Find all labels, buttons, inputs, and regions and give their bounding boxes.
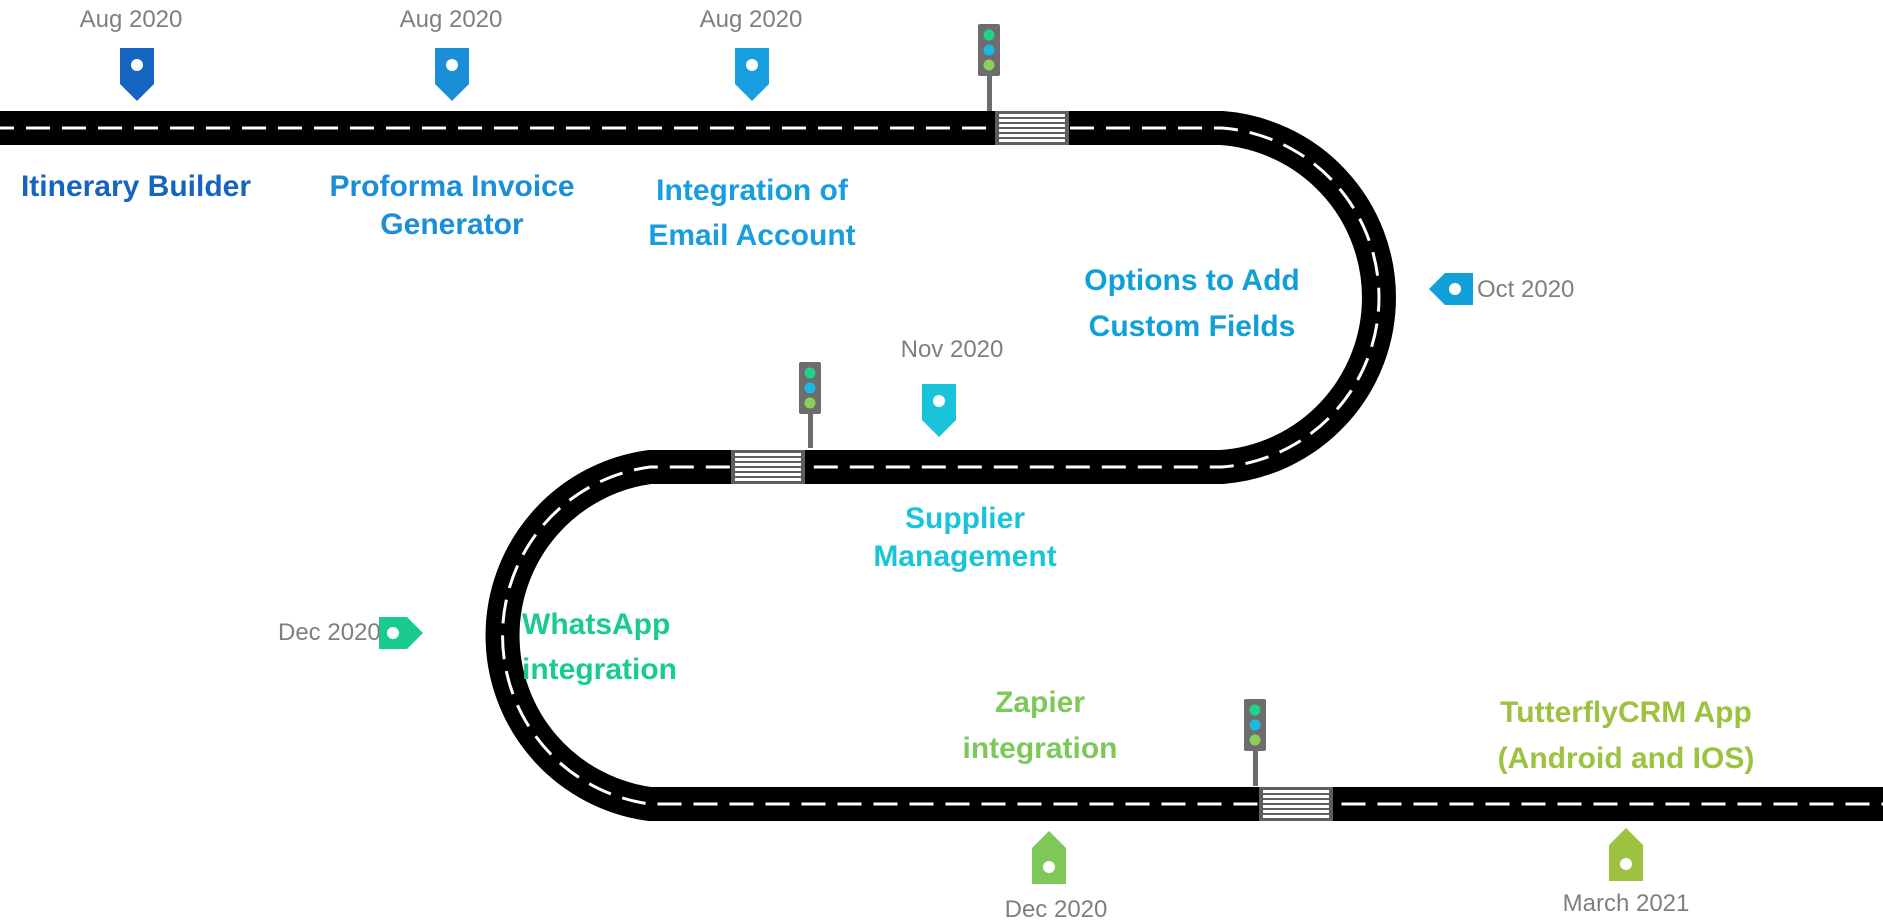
traffic-light-icon <box>1244 699 1266 786</box>
traffic-light-icon <box>799 362 821 448</box>
location-pin-icon <box>1429 273 1473 305</box>
milestone-date-whatsapp: Dec 2020 <box>278 619 381 646</box>
milestone-title-supplier: Supplier Management <box>873 500 1056 576</box>
milestone-date-zapier: Dec 2020 <box>1004 896 1108 923</box>
title-line: Supplier <box>904 502 1025 535</box>
milestone-date-supplier: Nov 2020 <box>900 336 1004 363</box>
milestone-title-itinerary: Itinerary Builder <box>21 168 251 206</box>
title-line: integration <box>522 653 677 686</box>
title-line: TutterflyCRM App <box>1500 696 1752 729</box>
location-pin-icon <box>120 48 154 101</box>
location-pin-icon <box>735 48 769 101</box>
title-line: Integration of <box>656 174 848 207</box>
milestone-date-custom-fields: Oct 2020 <box>1477 276 1575 303</box>
title-line: Proforma Invoice <box>329 170 575 203</box>
location-pin-icon <box>922 384 956 437</box>
milestone-title-zapier: Zapier integration <box>963 680 1118 772</box>
milestone-title-proforma: Proforma Invoice Generator <box>329 168 574 244</box>
title-line: Zapier <box>994 686 1086 719</box>
title-line: Itinerary Builder <box>20 170 252 203</box>
milestone-date-proforma: Aug 2020 <box>399 6 503 33</box>
title-line: Generator <box>380 208 524 241</box>
traffic-light-icon <box>978 24 1000 111</box>
crosswalk-icon <box>1259 787 1333 821</box>
title-line: Management <box>873 540 1057 573</box>
crosswalk-icon <box>995 111 1069 145</box>
title-line: Custom Fields <box>1088 310 1296 343</box>
title-line: (Android and IOS) <box>1497 742 1755 775</box>
milestone-title-whatsapp: WhatsApp integration <box>522 602 677 692</box>
milestone-title-app: TutterflyCRM App (Android and IOS) <box>1498 690 1755 782</box>
road-lane-marking <box>0 126 1883 806</box>
location-pin-icon <box>379 617 423 649</box>
location-pin-icon <box>1032 831 1066 884</box>
milestone-date-email: Aug 2020 <box>699 6 803 33</box>
milestone-date-itinerary: Aug 2020 <box>79 6 183 33</box>
milestone-title-custom-fields: Options to Add Custom Fields <box>1084 258 1300 350</box>
location-pin-icon <box>1609 828 1643 881</box>
milestone-date-app: March 2021 <box>1562 890 1690 917</box>
crosswalk-icon <box>731 450 805 484</box>
title-line: Options to Add <box>1084 264 1300 297</box>
location-pin-icon <box>435 48 469 101</box>
title-line: Email Account <box>648 219 856 252</box>
title-line: WhatsApp <box>522 608 671 641</box>
milestone-title-email: Integration of Email Account <box>648 168 855 258</box>
title-line: integration <box>962 732 1118 765</box>
